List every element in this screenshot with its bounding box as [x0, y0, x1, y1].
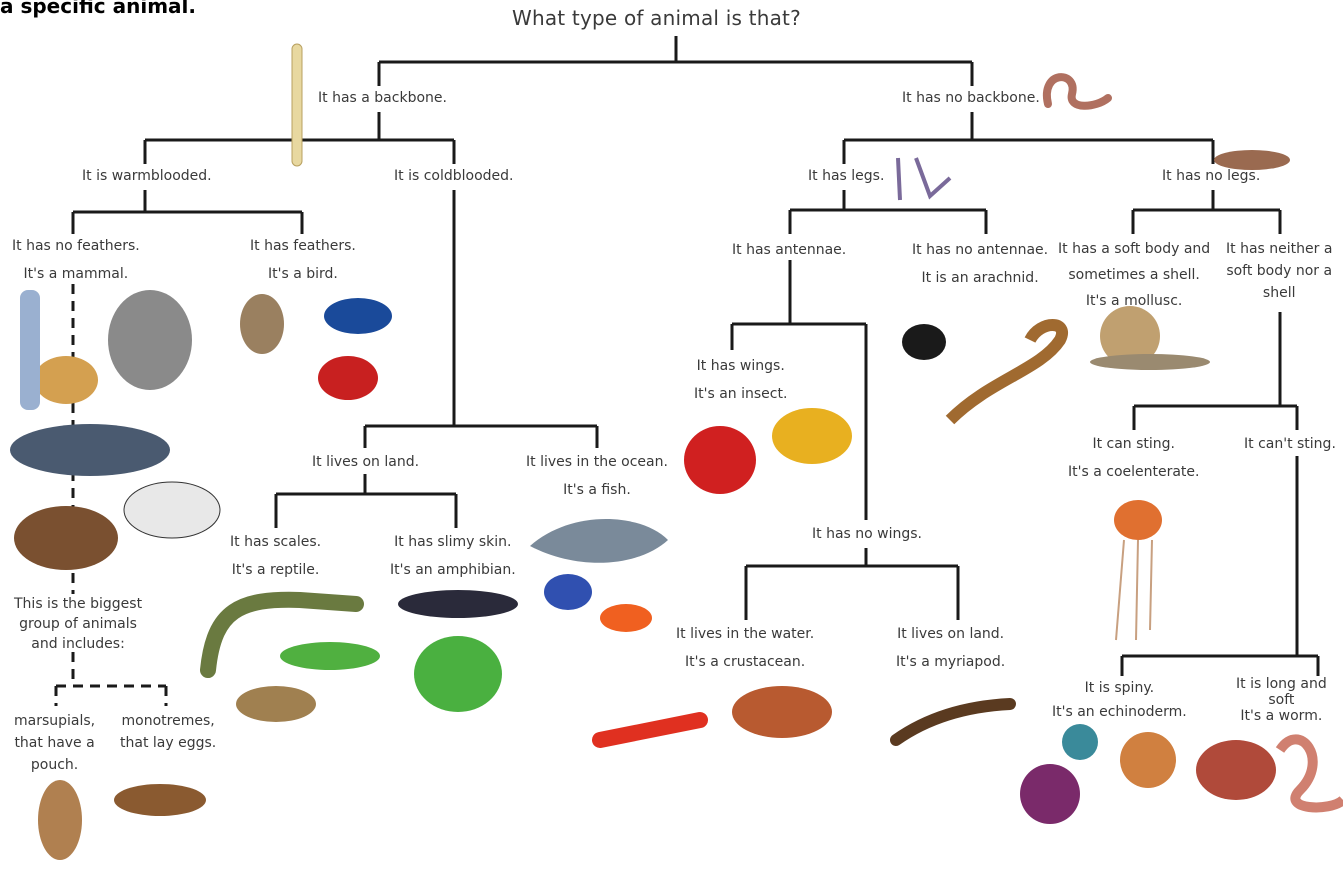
node-biggest-group: This is the biggestgroup of animalsand i…: [14, 594, 142, 654]
bird-illustration: [240, 294, 392, 400]
node-scales: It has scales.It's a reptile.: [230, 528, 321, 584]
node-backbone: It has a backbone.: [318, 84, 447, 112]
node-myriapod: It lives on land.It's a myriapod.: [896, 620, 1005, 676]
worm-illustration: [1047, 77, 1108, 106]
kangaroo-illustration: [38, 780, 82, 860]
node-feathers: It has feathers.It's a bird.: [250, 232, 356, 288]
reptile-illustration: [208, 600, 380, 722]
node-no-backbone: It has no backbone.: [902, 84, 1040, 112]
node-no-feathers: It has no feathers.It's a mammal.: [12, 232, 140, 288]
node-cant-sting: It can't sting.: [1244, 430, 1336, 458]
node-wings: It has wings.It's an insect.: [694, 352, 787, 408]
node-no-legs: It has no legs.: [1162, 162, 1260, 190]
node-no-antennae: It has no antennae.It is an arachnid.: [912, 236, 1048, 292]
mollusc-illustration: [1090, 306, 1210, 370]
spine-illustration: [292, 44, 302, 166]
node-spiny: It is spiny.It's an echinoderm.: [1052, 676, 1187, 724]
node-lives-in-ocean: It lives in the ocean.It's a fish.: [526, 448, 668, 504]
node-coldblooded: It is coldblooded.: [394, 162, 514, 190]
node-can-sting: It can sting.It's a coelenterate.: [1068, 430, 1199, 486]
node-marsupials: marsupials,that have apouch.: [14, 710, 95, 776]
coelenterate-illustration: [1114, 500, 1162, 640]
node-neither: It has neither asoft body nor ashell: [1226, 238, 1332, 304]
node-warmblooded: It is warmblooded.: [82, 162, 212, 190]
mammal-illustration: [10, 290, 220, 570]
node-soft-body: It has a soft body andsometimes a shell.…: [1058, 236, 1210, 314]
node-no-wings: It has no wings.: [812, 520, 922, 548]
node-lives-in-water: It lives in the water.It's a crustacean.: [676, 620, 814, 676]
amphibian-illustration: [398, 590, 518, 712]
insect-illustration: [684, 408, 852, 494]
node-long-soft: It is long andsoftIt's a worm.: [1236, 676, 1327, 724]
node-antennae: It has antennae.: [732, 236, 846, 264]
arachnid-illustration: [902, 324, 1062, 420]
fish-illustration: [530, 519, 668, 632]
myriapod-illustration: [896, 704, 1010, 740]
worm-octopus-illustration: [1196, 739, 1343, 807]
node-lives-on-land: It lives on land.: [312, 448, 419, 476]
node-monotremes: monotremes,that lay eggs.: [120, 710, 216, 754]
node-slimy-skin: It has slimy skin.It's an amphibian.: [390, 528, 516, 584]
echinoderm-illustration: [1020, 724, 1176, 824]
node-has-legs: It has legs.: [808, 162, 884, 190]
crustacean-illustration: [600, 686, 832, 740]
platypus-illustration: [114, 784, 206, 816]
insect-legs-illustration: [898, 158, 950, 200]
